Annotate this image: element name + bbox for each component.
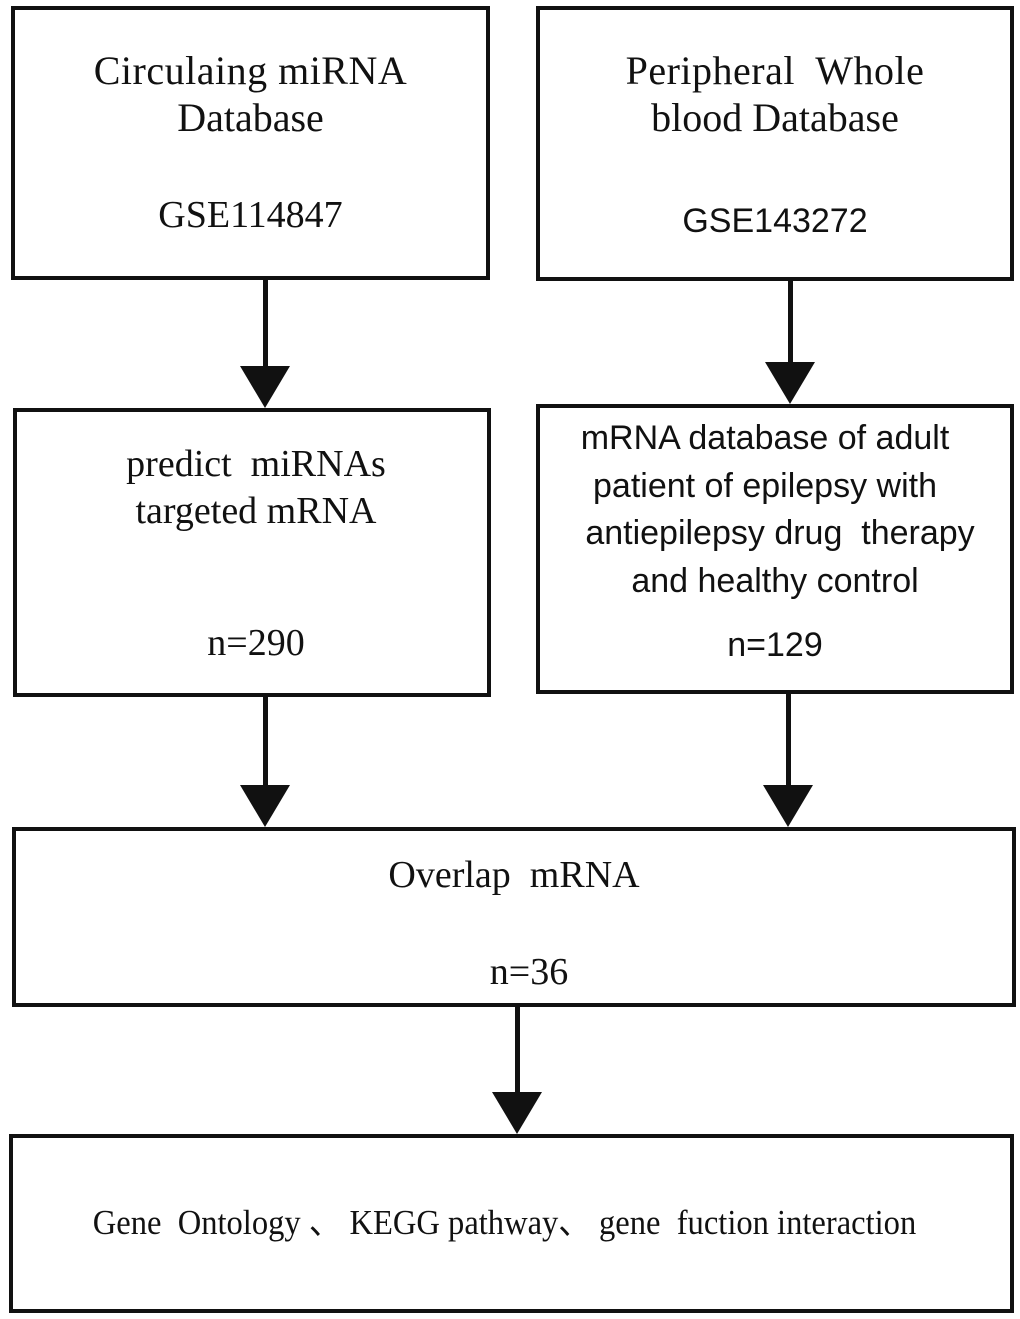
circulating-mirna-title-line1: Circulaing miRNA <box>93 48 408 93</box>
adult-epilepsy-line3: antiepilepsy drug therapy <box>585 514 975 552</box>
arrow-box1-to-box3 <box>240 280 290 408</box>
predicted-mirna-targets-box: predict miRNAs targeted mRNA n=290 <box>13 408 491 697</box>
predicted-targets-line1: predict miRNAs <box>126 443 386 485</box>
functional-analysis-box: Gene Ontology 、 KEGG pathway、 gene fucti… <box>9 1134 1014 1313</box>
functional-analysis-text: Gene Ontology 、 KEGG pathway、 gene fucti… <box>92 1203 917 1242</box>
adult-epilepsy-mrna-box: mRNA database of adult patient of epilep… <box>536 404 1014 694</box>
arrow-box5-to-box6 <box>492 1007 542 1134</box>
circulating-mirna-database-box: Circulaing miRNA Database GSE114847 <box>11 6 490 280</box>
peripheral-blood-dataset-id: GSE143272 <box>682 202 868 240</box>
adult-epilepsy-line2: patient of epilepsy with <box>593 467 937 505</box>
overlap-mrna-box: Overlap mRNA n=36 <box>12 827 1016 1007</box>
adult-epilepsy-line1: mRNA database of adult <box>580 419 950 457</box>
peripheral-blood-title-line1: Peripheral Whole <box>625 48 925 93</box>
adult-epilepsy-line4: and healthy control <box>631 562 919 600</box>
peripheral-blood-title-line2: blood Database <box>651 95 899 140</box>
circulating-mirna-dataset-id: GSE114847 <box>158 194 343 236</box>
adult-epilepsy-count: n=129 <box>727 626 823 664</box>
arrow-box3-to-box5 <box>240 697 290 827</box>
arrow-box4-to-box5 <box>763 694 813 827</box>
predicted-targets-line2: targeted mRNA <box>135 490 377 532</box>
predicted-targets-count: n=290 <box>207 622 305 664</box>
peripheral-blood-database-box: Peripheral Whole blood Database GSE14327… <box>536 6 1014 281</box>
overlap-mrna-count: n=36 <box>489 951 569 993</box>
overlap-mrna-title: Overlap mRNA <box>388 854 640 896</box>
circulating-mirna-title-line2: Database <box>177 95 324 140</box>
arrow-box2-to-box4 <box>765 281 815 404</box>
